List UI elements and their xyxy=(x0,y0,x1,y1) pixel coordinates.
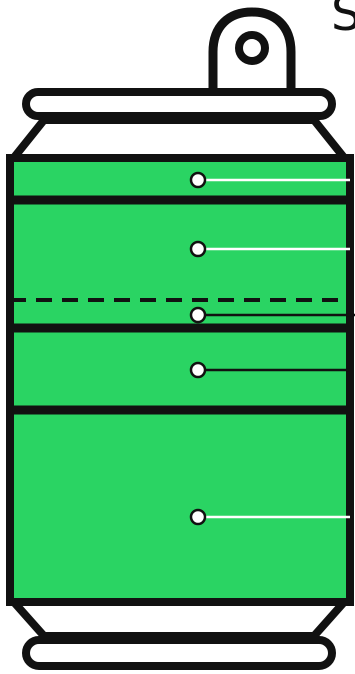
callout-2-dot xyxy=(191,242,205,256)
title-fragment: S xyxy=(331,0,355,42)
can-body xyxy=(10,158,350,602)
callout-4-dot xyxy=(191,363,205,377)
pull-tab xyxy=(213,12,291,92)
callout-3-dot xyxy=(191,308,205,322)
can-top-rim xyxy=(26,92,332,116)
callout-5-dot xyxy=(191,510,205,524)
can-bottom-rim xyxy=(26,640,332,666)
callout-1-dot xyxy=(191,173,205,187)
